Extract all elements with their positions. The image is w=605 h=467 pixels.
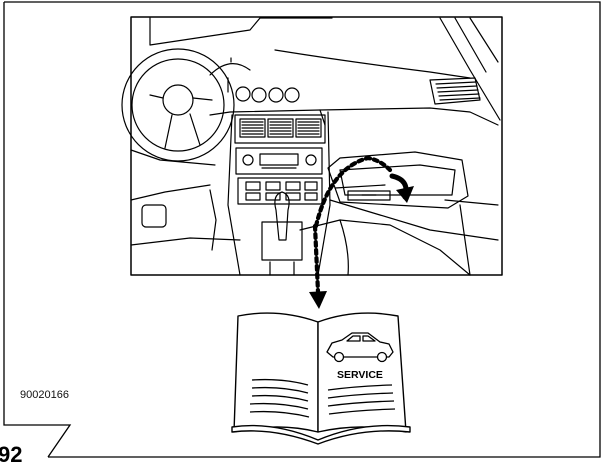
page-number-mark: 92 (0, 444, 22, 466)
arrow-down-icon (309, 291, 327, 309)
folded-corner (22, 425, 70, 457)
service-book-label: SERVICE (337, 369, 383, 381)
service-book-icon (232, 313, 410, 444)
dashboard-drawing (122, 17, 502, 292)
figure-reference-code: 90020166 (20, 389, 69, 401)
